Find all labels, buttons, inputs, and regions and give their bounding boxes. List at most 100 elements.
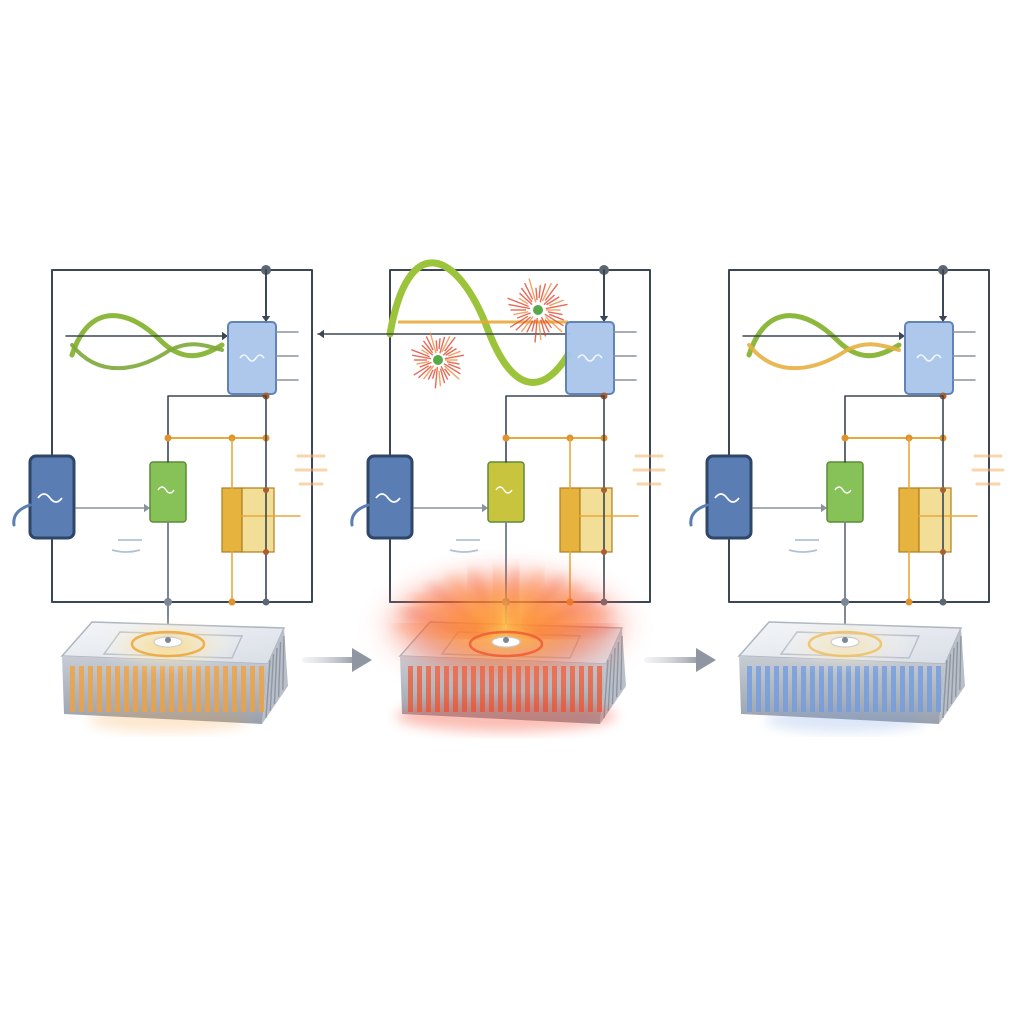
ground-dot-regulator bbox=[905, 598, 913, 606]
noise-ray bbox=[440, 365, 449, 380]
noise-ray bbox=[444, 365, 460, 380]
outer-loop-wire bbox=[728, 269, 990, 603]
bus-dot-left bbox=[502, 434, 510, 442]
noise-ray bbox=[519, 292, 533, 306]
noise-ray bbox=[548, 313, 564, 321]
heat-sink-side-fin bbox=[277, 641, 282, 698]
heat-sink-fin bbox=[250, 666, 255, 712]
heat-sink-fin bbox=[79, 666, 84, 712]
heat-sink-fin bbox=[214, 666, 219, 712]
secondary-waveform bbox=[747, 342, 901, 371]
controller-symbol bbox=[714, 493, 740, 503]
heat-sink-fin bbox=[909, 666, 914, 712]
controller-feedback-curve bbox=[12, 503, 32, 527]
noise-ray bbox=[535, 287, 538, 301]
noise-ray bbox=[528, 278, 537, 303]
heat-ring-outer bbox=[807, 630, 883, 658]
noise-ray bbox=[444, 354, 465, 360]
regulator-block-right bbox=[241, 487, 275, 553]
heat-sink-fin bbox=[855, 666, 860, 712]
heat-sink-fin bbox=[133, 666, 138, 712]
heat-sink-fin bbox=[106, 666, 111, 712]
sensor-block bbox=[227, 321, 277, 395]
heat-sink-side-fin bbox=[959, 635, 962, 691]
bus-dot-left bbox=[841, 434, 849, 442]
noise-ray bbox=[448, 350, 461, 357]
noise-burst-1 bbox=[411, 332, 465, 389]
heat-flare bbox=[532, 622, 617, 641]
noise-ray bbox=[413, 365, 430, 376]
heat-sink-fin bbox=[597, 666, 602, 712]
probe-junction-dot bbox=[164, 598, 172, 606]
heat-sink-fin bbox=[918, 666, 923, 712]
noise-ray bbox=[422, 365, 435, 380]
heat-sink-side-fin bbox=[273, 647, 278, 705]
noise-ray bbox=[548, 299, 564, 307]
heat-sink-fin bbox=[142, 666, 147, 712]
heat-sink-fin bbox=[259, 666, 264, 712]
heat-flare bbox=[530, 608, 610, 638]
transition-arrow-head-2 bbox=[696, 648, 716, 672]
regulator-block-left bbox=[559, 487, 581, 553]
heat-sink-fin bbox=[588, 666, 593, 712]
panel-normal bbox=[12, 265, 328, 732]
noise-ray bbox=[442, 346, 453, 356]
noise-core-dot bbox=[533, 305, 543, 315]
heat-glow bbox=[376, 570, 636, 690]
regulator-top-dot bbox=[601, 487, 607, 493]
heat-dashes bbox=[632, 454, 666, 486]
heat-sink-fin bbox=[570, 666, 575, 712]
bus-dot-left bbox=[164, 434, 172, 442]
heat-ring-outer bbox=[130, 630, 206, 658]
noise-ray bbox=[523, 282, 534, 300]
signal-input-arrow bbox=[318, 329, 324, 339]
regulator-top-dot bbox=[263, 487, 269, 493]
heat-sink-fin bbox=[543, 666, 548, 712]
heat-sink-fin bbox=[792, 666, 797, 712]
heat-sink-fin bbox=[124, 666, 129, 712]
noise-ray bbox=[431, 368, 437, 380]
heat-sink-fin bbox=[151, 666, 156, 712]
heat-sink-fin bbox=[462, 666, 467, 712]
heat-sink-side-fin bbox=[946, 653, 952, 712]
heat-sink-fin bbox=[435, 666, 440, 712]
heat-sink-fin bbox=[891, 666, 896, 712]
heat-sink-fin bbox=[774, 666, 779, 712]
transition-arrow-shaft-1 bbox=[302, 657, 356, 663]
sensor-block-symbol bbox=[577, 354, 603, 362]
heat-flare bbox=[523, 584, 583, 633]
heat-flare bbox=[429, 584, 489, 633]
noise-ray bbox=[444, 368, 451, 377]
noise-ray bbox=[545, 303, 568, 310]
controller-feedback-curve bbox=[689, 503, 709, 527]
probe-tip-dot bbox=[842, 637, 848, 643]
heat-sink-side-fin bbox=[603, 659, 609, 719]
noise-ray bbox=[443, 363, 461, 375]
heat-dashes bbox=[294, 454, 328, 486]
noise-ray bbox=[427, 369, 434, 380]
heat-sink-fin bbox=[417, 666, 422, 712]
heat-sink-side-fin bbox=[942, 659, 948, 719]
noise-ray bbox=[448, 363, 461, 370]
controller-symbol bbox=[375, 493, 401, 503]
heat-sink-fin bbox=[444, 666, 449, 712]
noise-ray bbox=[518, 297, 529, 305]
heat-sink-fin bbox=[471, 666, 476, 712]
heat-sink-fin bbox=[187, 666, 192, 712]
heat-sink-fin bbox=[241, 666, 246, 712]
heat-sink-fin bbox=[408, 666, 413, 712]
noise-ray bbox=[444, 336, 456, 352]
noise-ray bbox=[516, 312, 531, 319]
sketch-marks bbox=[111, 539, 142, 553]
heat-flare bbox=[491, 567, 506, 630]
fin-glow bbox=[396, 700, 616, 732]
heat-sink-fin bbox=[747, 666, 752, 712]
driver-sensor-wire bbox=[844, 395, 944, 463]
noise-ray bbox=[544, 316, 563, 333]
heat-sink-side-fin bbox=[269, 653, 275, 712]
heat-sink-fin bbox=[927, 666, 932, 712]
noise-ray bbox=[544, 313, 564, 327]
heat-flare bbox=[402, 608, 482, 638]
ground-dot-right bbox=[939, 598, 947, 606]
